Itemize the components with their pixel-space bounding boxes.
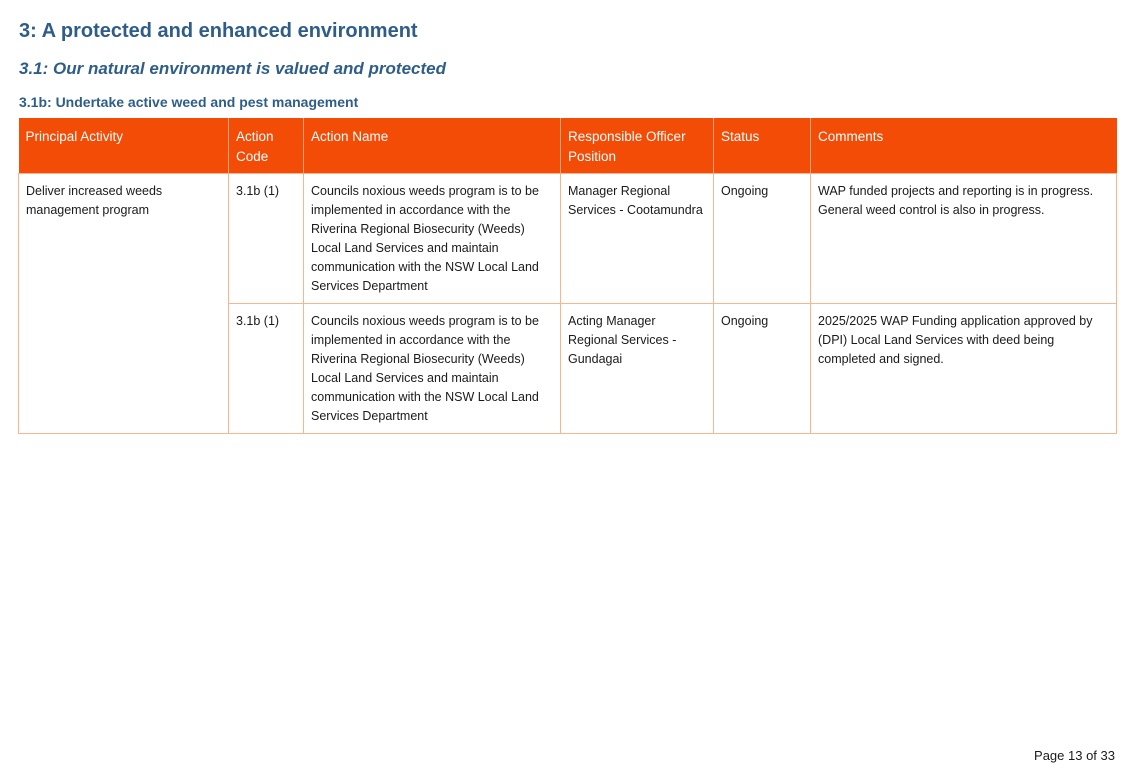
principal-activity-cell: Deliver increased weeds management progr…	[18, 173, 229, 434]
subsection-title: 3.1b: Undertake active weed and pest man…	[19, 94, 359, 110]
status-cell: Ongoing	[713, 173, 811, 304]
header-status: Status	[713, 118, 811, 174]
section-title: 3: A protected and enhanced environment	[19, 20, 418, 42]
header-action-name: Action Name	[303, 118, 561, 174]
responsible-officer-cell: Manager Regional Services - Cootamundra	[560, 173, 714, 304]
responsible-officer-cell: Acting Manager Regional Services - Gunda…	[560, 303, 714, 434]
table-row: 3.1b (1) Councils noxious weeds program …	[19, 303, 1117, 434]
table-row: Deliver increased weeds management progr…	[18, 173, 1117, 434]
section-subtitle: 3.1: Our natural environment is valued a…	[19, 59, 446, 78]
action-name-cell: Councils noxious weeds program is to be …	[303, 173, 561, 304]
header-principal-activity: Principal Activity	[18, 118, 229, 174]
action-plan-table: Principal Activity Action Code Action Na…	[18, 118, 1117, 434]
header-responsible-officer: Responsible Officer Position	[560, 118, 714, 174]
header-action-code: Action Code	[228, 118, 304, 174]
page-number: Page 13 of 33	[1034, 748, 1115, 763]
action-code-cell: 3.1b (1)	[228, 173, 304, 304]
action-name-cell: Councils noxious weeds program is to be …	[303, 303, 561, 434]
table-header-row: Principal Activity Action Code Action Na…	[18, 118, 1117, 174]
comments-cell: 2025/2025 WAP Funding application approv…	[810, 303, 1117, 434]
status-cell: Ongoing	[713, 303, 811, 434]
comments-cell: WAP funded projects and reporting is in …	[810, 173, 1117, 304]
action-code-cell: 3.1b (1)	[228, 303, 304, 434]
header-comments: Comments	[810, 118, 1117, 174]
